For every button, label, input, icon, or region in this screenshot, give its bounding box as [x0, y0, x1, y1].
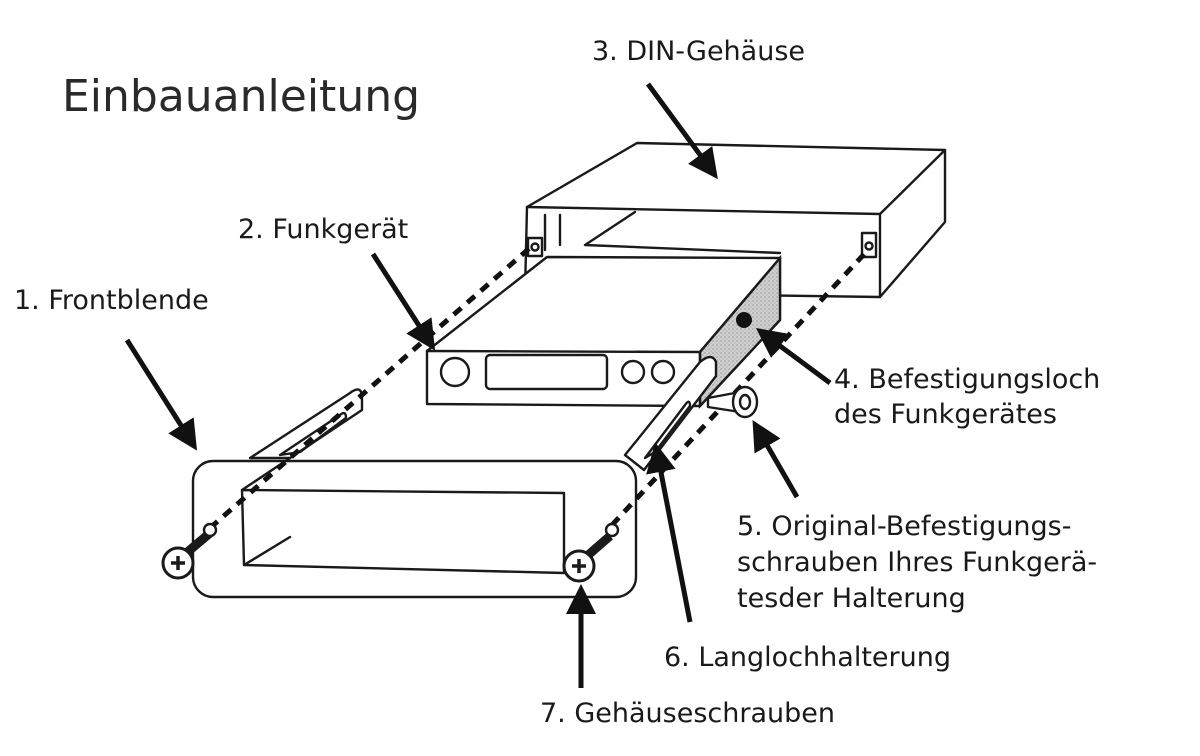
- label-original-screws-3: tesder Halterung: [737, 583, 966, 614]
- page-title: Einbauanleitung: [62, 71, 421, 122]
- label-slotted-bracket: 6. Langlochhalterung: [664, 642, 951, 673]
- screw-right: [562, 522, 620, 583]
- radio-unit: [425, 254, 782, 410]
- screw-left: [161, 522, 218, 580]
- pointer-arrows: [124, 82, 832, 688]
- original-screw: [706, 385, 759, 419]
- label-original-screws-1: 5. Original-Befestigungs-: [737, 511, 1072, 542]
- label-front-panel: 1. Frontblende: [14, 285, 209, 316]
- label-original-screws-2: schrauben Ihres Funkgerä-: [737, 547, 1098, 578]
- slotted-bracket: [248, 355, 718, 472]
- label-radio: 2. Funkgerät: [238, 214, 409, 245]
- label-mounting-hole-1: 4. Befestigungsloch: [834, 364, 1101, 395]
- front-panel: [191, 456, 638, 599]
- label-mounting-hole-2: des Funkgerätes: [834, 399, 1057, 430]
- label-housing-screws: 7. Gehäuseschrauben: [540, 698, 835, 729]
- label-din-housing: 3. DIN-Gehäuse: [592, 36, 806, 67]
